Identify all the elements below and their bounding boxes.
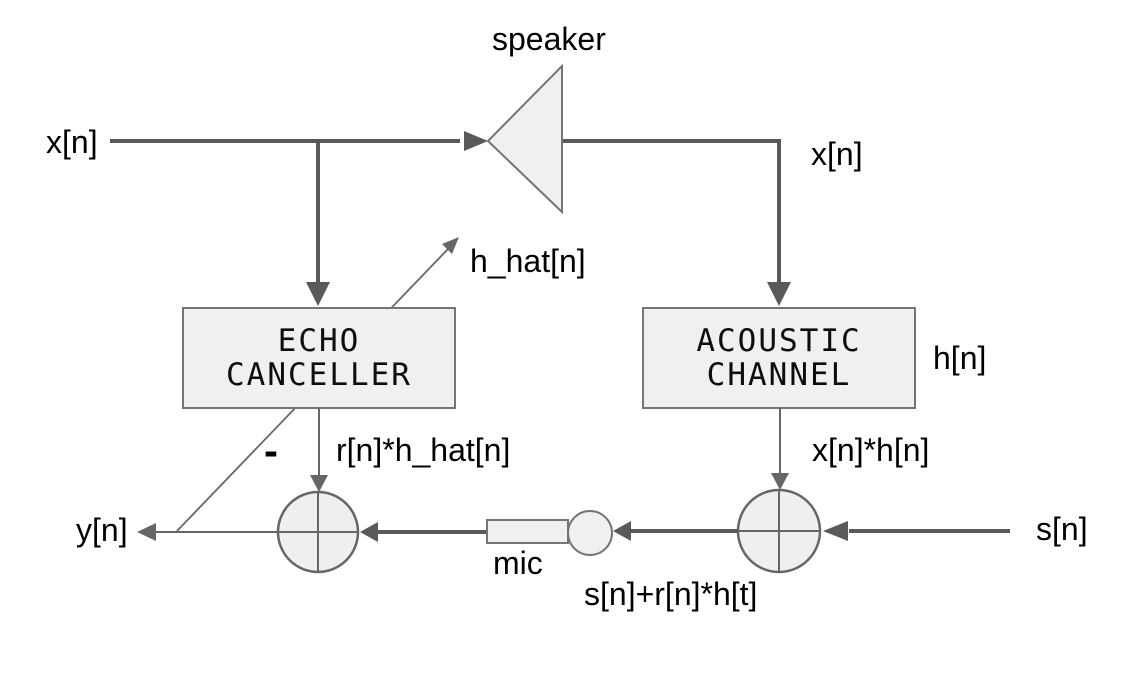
- far-end-input-right-label: x[n]: [811, 136, 863, 172]
- arrow-into-right-summer-icon: [771, 473, 789, 490]
- echo-canceller-caption: ECHO CANCELLER: [183, 324, 455, 392]
- h-hat-arrowhead-icon: [442, 237, 459, 254]
- arrow-into-right-summer-right-icon: [823, 521, 848, 541]
- speaker-icon: [486, 63, 563, 215]
- estimated-impulse-response-label: h_hat[n]: [470, 243, 586, 279]
- output-signal-label: y[n]: [76, 512, 128, 548]
- arrow-into-acoustic-channel-icon: [767, 282, 791, 306]
- acoustic-channel-caption-line1: ACOUSTIC: [696, 323, 862, 359]
- speaker-label: speaker: [492, 21, 606, 57]
- acoustic-channel-box: [642, 307, 916, 409]
- mic-label: mic: [493, 545, 543, 581]
- acoustic-channel-caption-line2: CHANNEL: [706, 357, 852, 393]
- minus-sign-label: -: [264, 427, 278, 474]
- arrow-into-speaker-icon: [464, 131, 488, 151]
- output-arrowhead-icon: [137, 523, 156, 541]
- speaker-to-acoustic-channel-line: [562, 139, 781, 284]
- arrow-into-echo-canceller-icon: [306, 282, 330, 306]
- arrow-into-left-summer-icon: [310, 475, 328, 492]
- near-end-speech-label: s[n]: [1036, 511, 1088, 547]
- mic-head-icon: [567, 510, 613, 556]
- echo-signal-label: x[n]*h[n]: [812, 432, 930, 468]
- echo-estimate-label: r[n]*h_hat[n]: [336, 432, 511, 468]
- echo-canceller-caption-line1: ECHO: [277, 323, 361, 359]
- echo-canceller-caption-line2: CANCELLER: [226, 357, 412, 393]
- mic-body-icon: [486, 519, 569, 544]
- room-impulse-response-label: h[n]: [933, 340, 987, 376]
- acoustic-channel-caption: ACOUSTIC CHANNEL: [643, 324, 915, 392]
- arrow-into-mic-icon: [613, 521, 631, 541]
- far-end-input-left-label: x[n]: [46, 124, 98, 160]
- mic-signal-label: s[n]+r[n]*h[t]: [584, 576, 758, 612]
- arrow-into-left-summer-right-icon: [360, 522, 378, 542]
